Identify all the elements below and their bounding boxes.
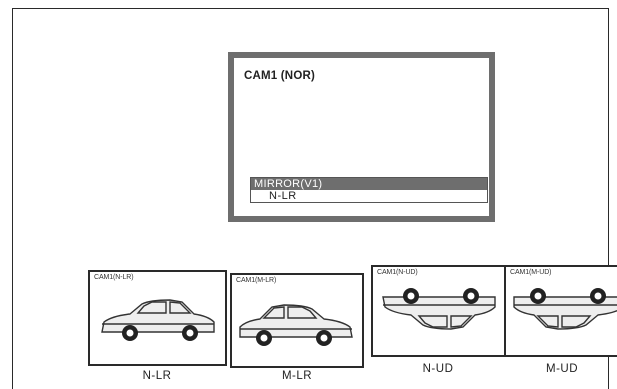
car-upside-down-mirrored-icon (513, 288, 617, 330)
caption-m-ud: M-UD (545, 363, 579, 375)
caption-n-lr: N-LR (142, 370, 172, 382)
caption-n-ud: N-UD (422, 363, 454, 375)
camera-view-label: CAM1(N-LR) (94, 274, 134, 281)
mirror-menu-value[interactable]: N-LR (269, 190, 297, 202)
osd-title: CAM1 (NOR) (244, 70, 315, 82)
camera-view-label: CAM1(M-UD) (510, 269, 552, 276)
car-side-icon (101, 299, 215, 341)
camera-view-label: CAM1(M-LR) (236, 277, 277, 284)
osd-preview-screen: CAM1 (NOR) MIRROR(V1) N-LR (228, 52, 495, 222)
car-side-mirrored-icon (239, 304, 353, 346)
camera-view-m-lr: CAM1(M-LR) (230, 273, 364, 368)
mirror-menu[interactable]: MIRROR(V1) N-LR (250, 177, 488, 203)
camera-view-m-ud: CAM1(M-UD) (504, 265, 617, 357)
caption-m-lr: M-LR (281, 370, 313, 382)
camera-view-n-ud: CAM1(N-UD) (371, 265, 506, 357)
mirror-menu-header[interactable]: MIRROR(V1) (251, 178, 487, 190)
document-frame (12, 8, 609, 389)
car-upside-down-icon (382, 288, 496, 330)
camera-view-label: CAM1(N-UD) (377, 269, 418, 276)
camera-view-n-lr: CAM1(N-LR) (88, 270, 227, 366)
